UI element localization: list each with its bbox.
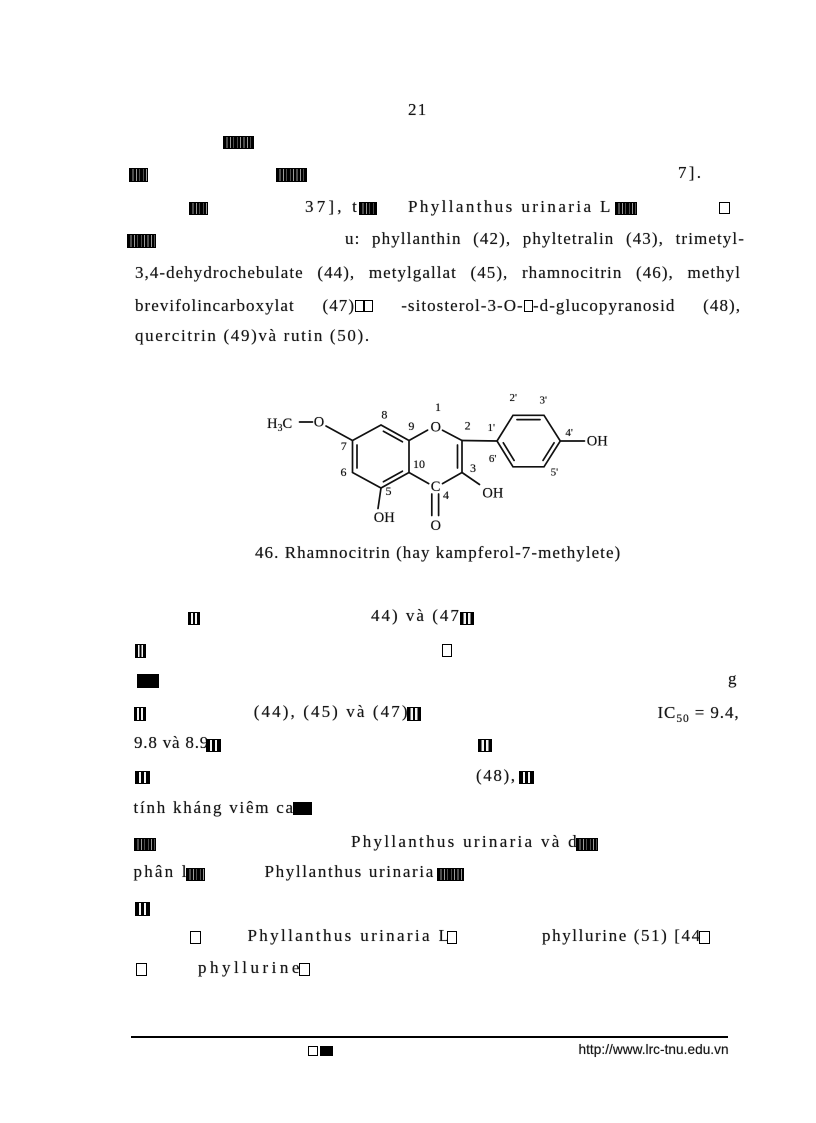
svg-text:OH: OH	[587, 434, 608, 450]
svg-text:O: O	[430, 419, 440, 435]
svg-text:H3C: H3C	[267, 416, 292, 434]
svg-text:3: 3	[470, 461, 476, 475]
svg-text:7: 7	[341, 439, 347, 453]
svg-text:9: 9	[408, 419, 414, 433]
svg-text:1: 1	[435, 400, 441, 414]
svg-text:5': 5'	[551, 467, 559, 479]
svg-text:6': 6'	[489, 453, 497, 465]
svg-text:3': 3'	[539, 395, 547, 407]
svg-text:4: 4	[443, 488, 449, 502]
svg-text:OH: OH	[374, 510, 395, 526]
svg-text:O: O	[314, 414, 324, 430]
svg-text:10: 10	[413, 457, 425, 471]
svg-text:8: 8	[381, 408, 387, 422]
svg-text:6: 6	[341, 465, 347, 479]
svg-text:2: 2	[465, 418, 471, 432]
svg-text:O: O	[430, 518, 440, 534]
svg-text:4': 4'	[565, 427, 573, 439]
svg-text:2': 2'	[509, 392, 517, 404]
svg-text:C: C	[431, 479, 441, 495]
svg-text:5: 5	[386, 484, 392, 498]
svg-text:OH: OH	[482, 486, 503, 502]
svg-text:1': 1'	[487, 422, 495, 434]
